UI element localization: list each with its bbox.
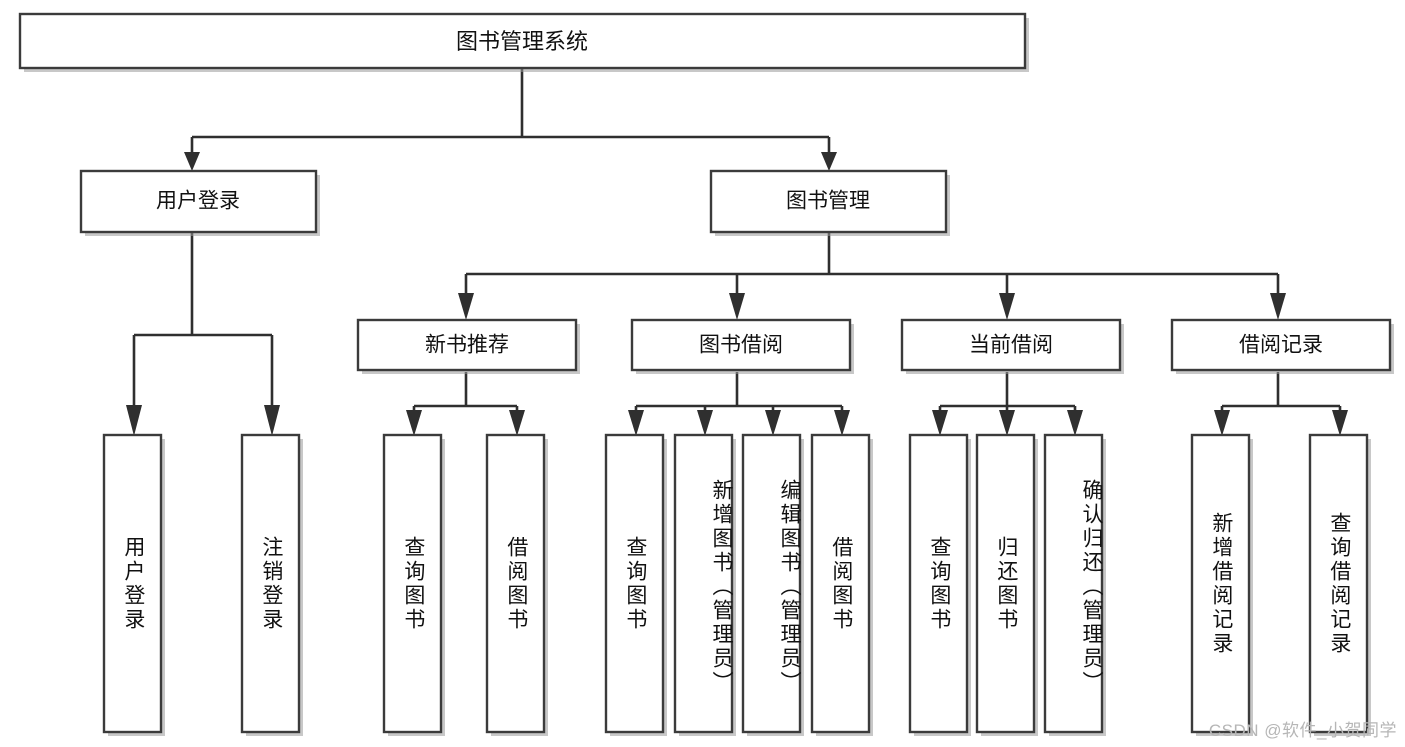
- arrow-head-new-book: [458, 293, 474, 320]
- node-book-manage[interactable]: 图书管理: [709, 169, 950, 236]
- node-leaf-bookborrow-1-box[interactable]: [604, 433, 665, 734]
- node-root-box[interactable]: [18, 12, 1027, 70]
- connector-group: [126, 68, 1348, 436]
- node-leaf-bookborrow-4[interactable]: [810, 433, 873, 736]
- node-borrow-record-label: 借阅记录: [1239, 334, 1323, 357]
- node-leaf-newbook-1-box[interactable]: [382, 433, 443, 734]
- node-user-login-box[interactable]: [79, 169, 318, 234]
- node-leaf-bookborrow-2[interactable]: [673, 433, 736, 736]
- node-leaf-borrowrecord-1[interactable]: [1190, 433, 1253, 736]
- arrow-head-leaf-bookborrow-1: [628, 410, 644, 436]
- node-leaf-bookborrow-1[interactable]: [604, 433, 667, 736]
- node-new-book-recommend-label: 新书推荐: [425, 334, 509, 357]
- node-leaf-user-login-1-box[interactable]: [102, 433, 163, 734]
- arrow-head-leaf-bookborrow-4: [834, 410, 850, 436]
- watermark-text: CSDN @软件_小贺同学: [1208, 721, 1397, 740]
- node-leaf-currentborrow-3-box[interactable]: [1043, 433, 1104, 734]
- node-current-borrow-box[interactable]: [900, 318, 1122, 372]
- node-leaf-newbook-2[interactable]: [485, 433, 548, 736]
- arrow-head-user-login: [184, 152, 200, 171]
- node-leaf-user-login-2[interactable]: [240, 433, 303, 736]
- node-new-book-recommend-box[interactable]: [356, 318, 578, 372]
- arrow-head-leaf-currentborrow-2: [999, 410, 1015, 436]
- node-leaf-currentborrow-2[interactable]: [975, 433, 1038, 736]
- node-leaf-newbook-1[interactable]: [382, 433, 445, 736]
- node-leaf-currentborrow-3[interactable]: [1043, 433, 1106, 736]
- arrow-head-leaf-bookborrow-3: [765, 410, 781, 436]
- arrow-head-current-borrow: [999, 293, 1015, 320]
- node-leaf-user-login-1[interactable]: [102, 433, 165, 736]
- node-leaf-bookborrow-3-box[interactable]: [741, 433, 802, 734]
- node-leaf-user-login-2-box[interactable]: [240, 433, 301, 734]
- node-book-borrow-box[interactable]: [630, 318, 852, 372]
- arrow-head-leaf-user-login-1: [126, 405, 142, 436]
- node-current-borrow-label: 当前借阅: [969, 334, 1053, 357]
- arrow-head-book-borrow: [729, 293, 745, 320]
- node-book-borrow-label: 图书借阅: [699, 334, 783, 357]
- node-root-label: 图书管理系统: [456, 29, 588, 54]
- node-borrow-record-box[interactable]: [1170, 318, 1392, 372]
- node-leaf-newbook-2-box[interactable]: [485, 433, 546, 734]
- node-book-manage-box[interactable]: [709, 169, 948, 234]
- arrow-head-leaf-currentborrow-3: [1067, 410, 1083, 436]
- arrow-head-leaf-user-login-2: [264, 405, 280, 436]
- node-user-login[interactable]: 用户登录: [79, 169, 320, 236]
- node-leaf-bookborrow-4-box[interactable]: [810, 433, 871, 734]
- node-root[interactable]: 图书管理系统: [18, 12, 1029, 72]
- arrow-head-leaf-borrowrecord-2: [1332, 410, 1348, 436]
- node-borrow-record[interactable]: 借阅记录: [1170, 318, 1394, 374]
- arrow-head-leaf-borrowrecord-1: [1214, 410, 1230, 436]
- node-leaf-borrowrecord-2-box[interactable]: [1308, 433, 1369, 734]
- arrow-head-leaf-bookborrow-2: [697, 410, 713, 436]
- node-book-borrow[interactable]: 图书借阅: [630, 318, 854, 374]
- node-new-book-recommend[interactable]: 新书推荐: [356, 318, 580, 374]
- node-current-borrow[interactable]: 当前借阅: [900, 318, 1124, 374]
- arrow-head-leaf-newbook-2: [509, 410, 525, 436]
- node-leaf-borrowrecord-1-box[interactable]: [1190, 433, 1251, 734]
- node-leaf-currentborrow-1-box[interactable]: [908, 433, 969, 734]
- node-leaf-borrowrecord-2[interactable]: [1308, 433, 1371, 736]
- arrow-head-borrow-record: [1270, 293, 1286, 320]
- arrow-head-leaf-currentborrow-1: [932, 410, 948, 436]
- node-leaf-currentborrow-1[interactable]: [908, 433, 971, 736]
- node-user-login-label: 用户登录: [156, 190, 240, 213]
- arrow-head-book-manage: [821, 152, 837, 171]
- arrow-head-leaf-newbook-1: [406, 410, 422, 436]
- node-leaf-bookborrow-3[interactable]: [741, 433, 804, 736]
- node-leaf-bookborrow-2-box[interactable]: [673, 433, 734, 734]
- node-book-manage-label: 图书管理: [786, 190, 870, 213]
- node-leaf-currentborrow-2-box[interactable]: [975, 433, 1036, 734]
